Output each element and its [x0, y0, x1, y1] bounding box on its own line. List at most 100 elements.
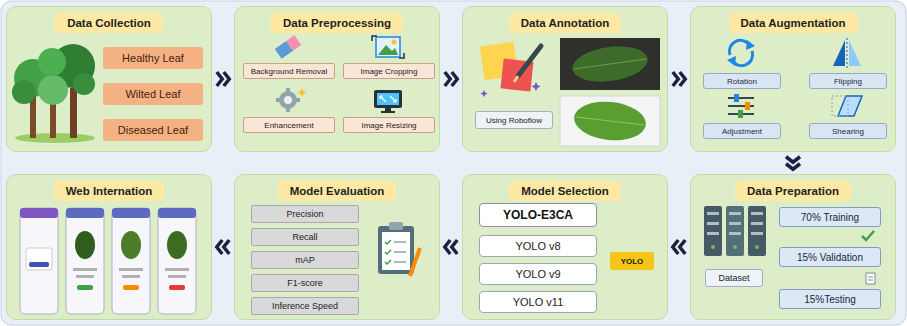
box-label: Wilted Leaf	[125, 88, 180, 100]
resize-icon-part	[377, 93, 399, 105]
database-icon-part	[755, 245, 759, 249]
eraser-icon	[275, 35, 302, 59]
database-icon-part	[704, 206, 722, 256]
process-box: Image Resizing	[343, 117, 435, 133]
rotation-icon	[727, 40, 755, 66]
tree-illustration-part	[38, 75, 68, 105]
stage-panel: Model SelectionYOLO-E3CAYOLO v8YOLO v9YO…	[462, 174, 668, 320]
stage-panel: Model EvaluationPrecisionRecallmAPF1-sco…	[234, 174, 440, 320]
database-icon-part	[748, 206, 766, 256]
flow-chevron	[217, 72, 230, 86]
phone-screens-part	[169, 285, 185, 290]
stage-heading: Data Annotation	[509, 13, 621, 33]
annotation-icon-part	[514, 76, 518, 82]
annotation-icon-part	[501, 59, 534, 92]
stage-heading: Data Collection	[55, 13, 163, 33]
process-box: YOLO v8	[479, 235, 597, 257]
stage-panel: Web Internation	[6, 174, 212, 320]
stage-panel: Data AugmentationRotation FlippingAdjustm…	[690, 6, 896, 152]
box-label: Inference Speed	[272, 301, 338, 311]
stage-heading: Model Evaluation	[278, 181, 397, 201]
leaf-photo-part	[574, 59, 646, 69]
phone-screens-part	[77, 285, 93, 290]
process-box: Adjustment	[703, 123, 781, 139]
stage-heading: Data Augmentation	[729, 13, 858, 33]
process-box: YOLO v9	[479, 263, 597, 285]
phone-screens	[20, 208, 196, 314]
phone-screens-part	[66, 208, 104, 218]
process-box: Recall	[251, 228, 359, 246]
annotation-icon-part	[480, 90, 487, 97]
clipboard-icon-part	[394, 241, 406, 243]
tree-illustration-part	[51, 44, 95, 88]
tree-illustration-part	[12, 80, 36, 104]
process-box: Healthy Leaf	[103, 47, 203, 69]
annotation-icon-part	[518, 46, 541, 76]
process-box: 15%Testing	[779, 289, 881, 309]
leaf-photo-part	[560, 96, 660, 146]
stage-heading: Web Internation	[54, 181, 165, 201]
crop-icon-part	[376, 37, 400, 57]
crop-icon-part	[392, 40, 397, 45]
clipboard-icon-part	[382, 232, 410, 270]
tree-illustration-part	[70, 88, 77, 138]
process-box: Diseased Leaf	[103, 119, 203, 141]
phone-screens-part	[168, 275, 186, 278]
tree-illustration-part	[50, 100, 56, 138]
process-box: 70% Training	[779, 207, 881, 227]
check-icon-part	[868, 277, 873, 278]
phone-screens-part	[119, 268, 143, 271]
database-icon-part	[751, 232, 763, 235]
tree-illustration-part	[38, 48, 66, 76]
enhancement-icon-part	[276, 98, 281, 102]
resize-icon	[374, 90, 402, 113]
database-icon-part	[729, 232, 741, 235]
phone-screens-part	[26, 248, 52, 270]
database-icon-part	[707, 232, 719, 235]
tree-illustration-part	[14, 59, 52, 97]
flow-chevron	[786, 157, 800, 170]
tree-illustration-part	[73, 73, 95, 95]
phone-screens-part	[20, 208, 58, 314]
resize-icon-part	[381, 111, 395, 113]
phone-screens-part	[165, 268, 189, 271]
database-icon-part	[729, 222, 741, 225]
phone-screens-part	[66, 208, 104, 314]
adjustment-icon	[728, 94, 754, 118]
box-label: Rotation	[727, 77, 757, 86]
flip-icon-part	[847, 38, 848, 68]
box-label: Diseased Leaf	[118, 124, 188, 136]
box-label: YOLO-E3CA	[503, 208, 573, 222]
stage-heading: Data Preprocessing	[271, 13, 403, 33]
phone-screens-part	[76, 275, 94, 278]
phone-screens-part	[112, 208, 150, 314]
leaf-photo-part	[570, 42, 650, 86]
box-label: F1-score	[287, 278, 323, 288]
phone-screens-part	[123, 285, 139, 290]
process-box: Flipping	[809, 73, 887, 89]
stage-heading: Data Preparation	[735, 181, 851, 201]
enhancement-icon-part	[298, 88, 307, 97]
enhancement-icon-part	[295, 98, 300, 102]
database-icon-part	[707, 212, 719, 215]
box-label: Dataset	[718, 273, 749, 283]
clipboard-icon-part	[410, 248, 420, 276]
phone-screens-part	[29, 262, 49, 267]
process-box: Enhancement	[243, 117, 335, 133]
leaf-photo-part	[576, 117, 644, 125]
box-label: 70% Training	[801, 212, 859, 223]
check-icon-part	[862, 231, 874, 240]
process-box: Dataset	[705, 269, 763, 287]
phone-screens-part	[167, 231, 187, 259]
eraser-icon-part	[286, 35, 301, 51]
flow-chevron	[217, 240, 230, 254]
resize-icon-part	[380, 96, 396, 102]
flow-chevron	[673, 240, 686, 254]
clipboard-icon-part	[378, 226, 414, 274]
stage-panel: Data PreparationDataset70% Training15% V…	[690, 174, 896, 320]
process-box: Shearing	[809, 123, 887, 139]
crop-icon-part	[378, 45, 398, 55]
box-label: Flipping	[834, 77, 862, 86]
